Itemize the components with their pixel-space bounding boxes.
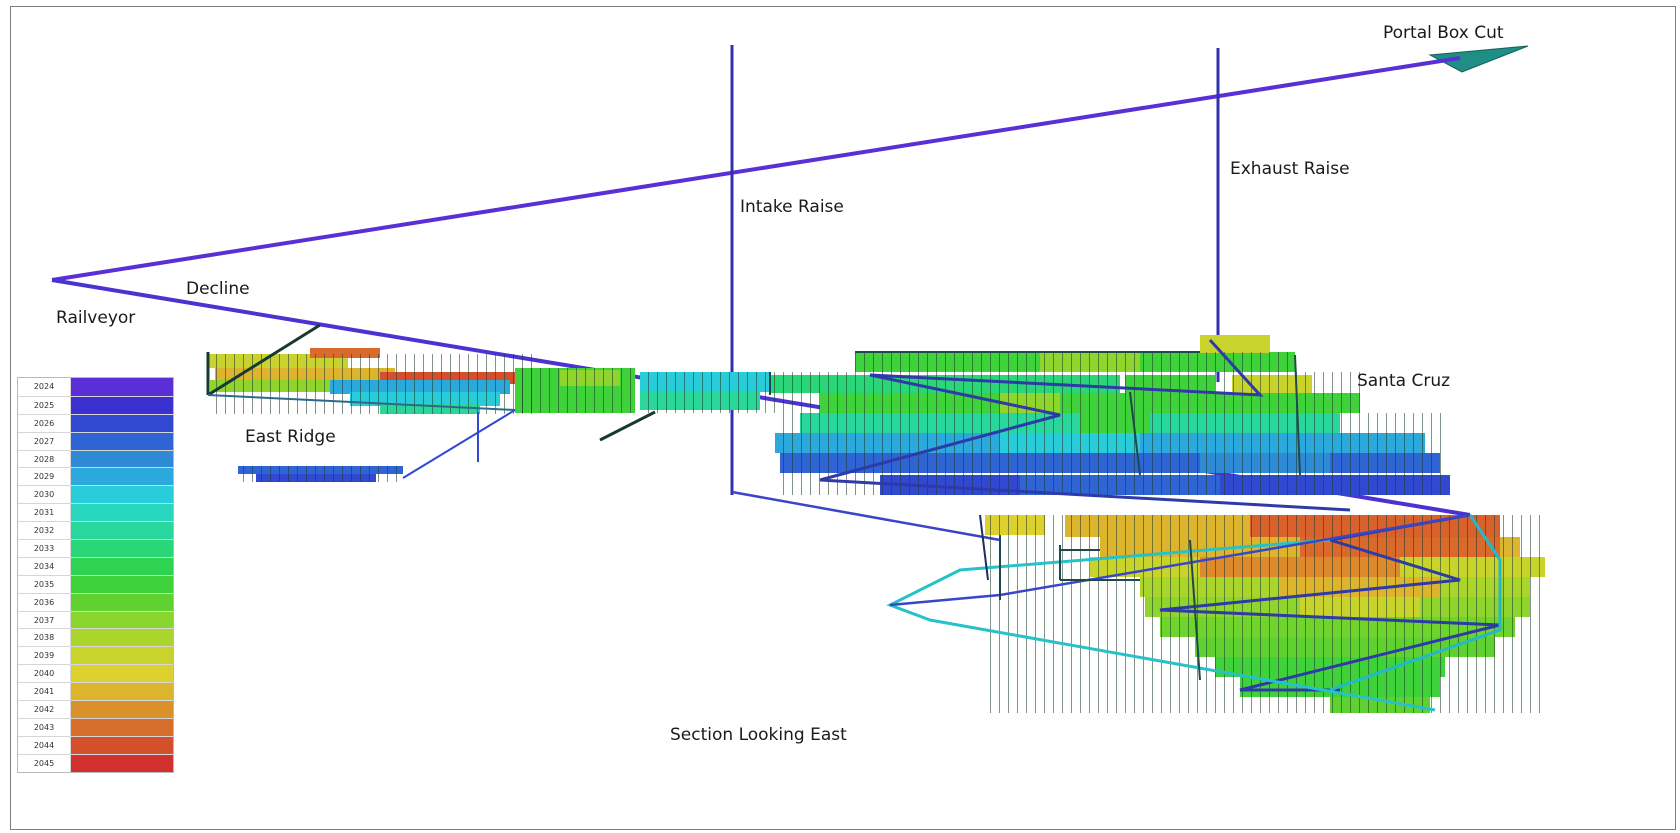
legend-row-2031: 2031 bbox=[18, 503, 173, 522]
legend-color-swatch bbox=[71, 701, 173, 718]
legend-year-label: 2038 bbox=[18, 629, 71, 647]
legend-row-2028: 2028 bbox=[18, 449, 173, 468]
east-ridge-stopes bbox=[206, 323, 656, 482]
legend-color-swatch bbox=[71, 736, 173, 754]
legend-year-label: 2027 bbox=[18, 432, 71, 450]
label-east-ridge: East Ridge bbox=[245, 427, 336, 447]
legend-year-label: 2030 bbox=[18, 486, 71, 504]
legend-color-swatch bbox=[71, 486, 173, 504]
legend-color-swatch bbox=[71, 611, 173, 629]
legend-color-swatch bbox=[71, 557, 173, 575]
legend-color-swatch bbox=[71, 414, 173, 432]
legend-year-label: 2032 bbox=[18, 522, 71, 540]
legend-row-2035: 2035 bbox=[18, 574, 173, 593]
legend-row-2039: 2039 bbox=[18, 646, 173, 665]
legend-row-2027: 2027 bbox=[18, 431, 173, 450]
legend-year-label: 2028 bbox=[18, 450, 71, 468]
legend-row-2040: 2040 bbox=[18, 664, 173, 683]
label-exhaust-raise: Exhaust Raise bbox=[1230, 159, 1350, 179]
legend-color-swatch bbox=[71, 450, 173, 468]
legend-year-label: 2042 bbox=[18, 701, 71, 718]
ramp-system bbox=[769, 338, 1502, 712]
legend-row-2024: 2024 bbox=[18, 378, 173, 396]
legend-color-swatch bbox=[71, 665, 173, 683]
legend-row-2030: 2030 bbox=[18, 485, 173, 504]
legend-year-label: 2036 bbox=[18, 593, 71, 611]
label-section-looking-east: Section Looking East bbox=[670, 725, 847, 745]
legend-year-label: 2037 bbox=[18, 611, 71, 629]
legend-color-swatch bbox=[71, 754, 173, 772]
label-portal-box-cut: Portal Box Cut bbox=[1383, 23, 1504, 43]
legend-color-swatch bbox=[71, 575, 173, 593]
legend-row-2038: 2038 bbox=[18, 628, 173, 647]
legend-row-2043: 2043 bbox=[18, 717, 173, 736]
legend-row-2045: 2045 bbox=[18, 753, 173, 772]
legend-color-swatch bbox=[71, 396, 173, 414]
legend-color-swatch bbox=[71, 378, 173, 396]
legend-row-2034: 2034 bbox=[18, 556, 173, 575]
legend-color-swatch bbox=[71, 468, 173, 486]
legend-year-label: 2035 bbox=[18, 575, 71, 593]
legend-year-label: 2040 bbox=[18, 665, 71, 683]
legend-color-swatch bbox=[71, 540, 173, 557]
legend-year-label: 2025 bbox=[18, 396, 71, 414]
label-railveyor: Railveyor bbox=[56, 308, 135, 328]
legend-color-swatch bbox=[71, 647, 173, 665]
legend-color-swatch bbox=[71, 593, 173, 611]
legend-color-swatch bbox=[71, 629, 173, 647]
legend-year-label: 2039 bbox=[18, 647, 71, 665]
decline-upper-segment bbox=[51, 56, 1461, 282]
legend-row-2036: 2036 bbox=[18, 592, 173, 611]
label-intake-raise: Intake Raise bbox=[740, 197, 844, 217]
label-decline: Decline bbox=[186, 279, 250, 299]
legend-color-swatch bbox=[71, 432, 173, 450]
legend-year-label: 2045 bbox=[18, 754, 71, 772]
legend-row-2033: 2033 bbox=[18, 539, 173, 557]
legend-row-2037: 2037 bbox=[18, 610, 173, 629]
legend-year-label: 2029 bbox=[18, 468, 71, 486]
legend-row-2026: 2026 bbox=[18, 413, 173, 432]
intake-raise-base bbox=[731, 490, 1001, 542]
label-santa-cruz: Santa Cruz bbox=[1357, 371, 1450, 391]
legend-color-swatch bbox=[71, 683, 173, 701]
legend-year-label: 2044 bbox=[18, 736, 71, 754]
legend-row-2042: 2042 bbox=[18, 700, 173, 718]
legend-row-2025: 2025 bbox=[18, 395, 173, 414]
legend-year-label: 2026 bbox=[18, 414, 71, 432]
legend-year-label: 2043 bbox=[18, 718, 71, 736]
legend-row-2044: 2044 bbox=[18, 735, 173, 754]
legend-row-2041: 2041 bbox=[18, 682, 173, 701]
santa-cruz-stopes bbox=[640, 335, 1545, 713]
legend-year-label: 2041 bbox=[18, 683, 71, 701]
portal-box-cut-shape bbox=[1428, 45, 1529, 73]
legend-year-label: 2024 bbox=[18, 378, 71, 396]
legend-year-label: 2034 bbox=[18, 557, 71, 575]
legend-row-2029: 2029 bbox=[18, 467, 173, 486]
legend-color-swatch bbox=[71, 522, 173, 540]
legend-row-2032: 2032 bbox=[18, 521, 173, 540]
legend-year-label: 2033 bbox=[18, 540, 71, 557]
legend-year-label: 2031 bbox=[18, 504, 71, 522]
legend-color-swatch bbox=[71, 718, 173, 736]
legend-color-swatch bbox=[71, 504, 173, 522]
